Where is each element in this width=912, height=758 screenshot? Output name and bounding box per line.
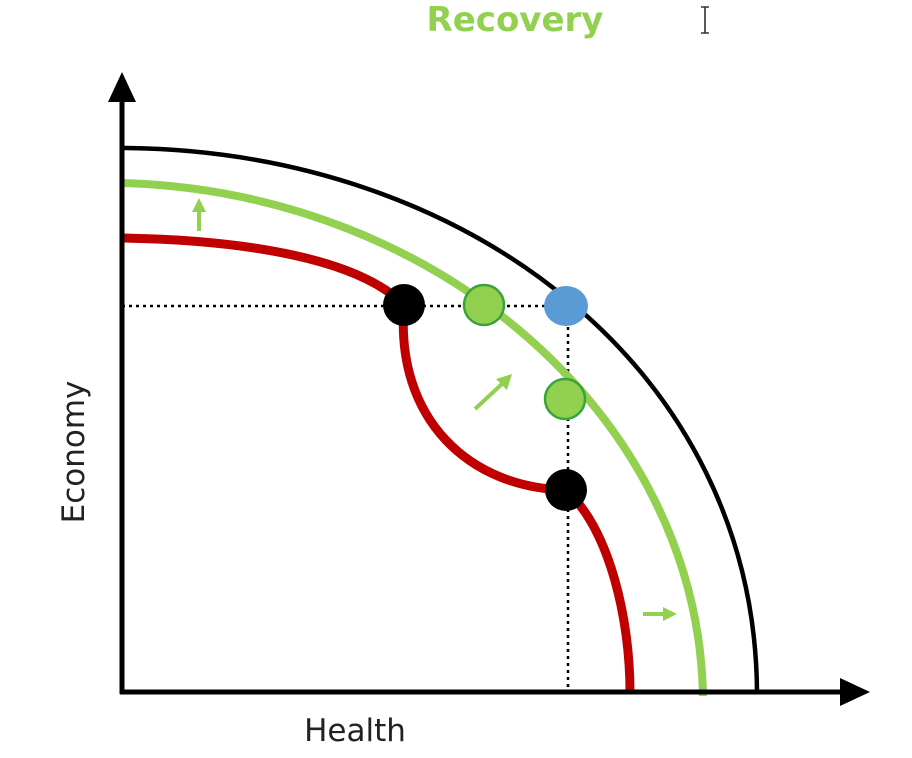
y-axis-arrowhead <box>108 72 136 102</box>
recovery-frontier-curve <box>121 179 707 697</box>
arrow-icon-up-shift <box>192 198 206 231</box>
recovery-point-health <box>543 377 587 421</box>
y-axis-label: Economy <box>56 380 92 524</box>
text-cursor-icon <box>701 6 709 34</box>
crisis-frontier-curve <box>121 233 635 693</box>
arrow-icon-diagonal-shift <box>473 374 512 411</box>
recovery-point-economy <box>462 283 506 327</box>
outer-frontier-curve <box>121 145 760 693</box>
crisis-point-health <box>545 469 587 511</box>
original-point <box>544 286 588 326</box>
diagram-title: Recovery <box>426 0 604 40</box>
x-axis-label: Health <box>304 713 406 749</box>
arrow-icon-right-shift <box>643 607 677 621</box>
crisis-point-economy <box>383 284 425 326</box>
x-axis-arrowhead <box>840 678 870 706</box>
